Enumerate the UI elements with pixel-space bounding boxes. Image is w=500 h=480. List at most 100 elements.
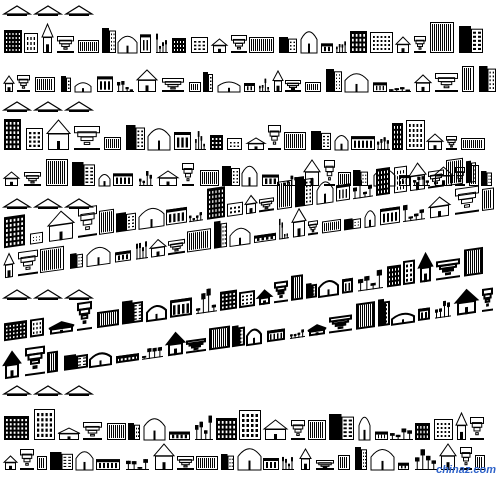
church-icon bbox=[72, 162, 95, 186]
skyline-icon bbox=[164, 331, 187, 357]
curved-tower-icon bbox=[210, 135, 223, 150]
skyscraper-icon bbox=[435, 300, 451, 319]
grid-building-icon bbox=[329, 414, 354, 441]
skyscraper-icon bbox=[373, 82, 387, 93]
low-house-icon bbox=[126, 459, 149, 470]
house-roof-icon bbox=[1, 5, 33, 16]
church-icon bbox=[40, 245, 64, 274]
tall-block-icon bbox=[390, 428, 413, 440]
house-roof-icon bbox=[262, 174, 279, 187]
office-grid-icon bbox=[351, 136, 375, 150]
long-block-icon bbox=[413, 74, 433, 93]
house-roof-icon bbox=[1, 101, 33, 112]
barcode-block-icon bbox=[300, 31, 318, 54]
curved-tower-icon bbox=[482, 187, 494, 212]
cottage-icon bbox=[434, 419, 453, 440]
long-block-icon bbox=[482, 287, 493, 313]
terrace-icon bbox=[414, 36, 426, 53]
specimen-band-5 bbox=[1, 385, 485, 471]
house-roof-icon bbox=[32, 5, 64, 16]
villa-icon bbox=[459, 26, 483, 53]
twin-blocks-icon bbox=[249, 37, 274, 53]
house-roof-icon bbox=[32, 289, 64, 300]
terrace-icon bbox=[428, 169, 444, 189]
house-roof-icon bbox=[229, 227, 251, 248]
curved-tower-icon bbox=[481, 171, 492, 186]
office-grid-icon bbox=[342, 277, 353, 294]
curved-tower-icon bbox=[220, 289, 237, 311]
city-icon bbox=[241, 165, 258, 187]
specimen-band-3 bbox=[1, 157, 494, 279]
grid-building-icon bbox=[279, 37, 297, 53]
mall-icon bbox=[231, 35, 247, 53]
hut-icon bbox=[392, 123, 403, 150]
dome-hall-icon bbox=[37, 456, 47, 470]
rowhouse-icon bbox=[464, 246, 483, 277]
factory-icon bbox=[97, 76, 113, 93]
townhouse-icon bbox=[4, 30, 22, 53]
mall-icon bbox=[259, 197, 274, 213]
barcode-block-icon bbox=[318, 280, 339, 299]
glass-tower-icon bbox=[262, 419, 289, 440]
rowhouse-icon bbox=[430, 22, 454, 53]
low-house-icon bbox=[86, 246, 111, 268]
house-roof-icon bbox=[299, 448, 312, 471]
dome-hall-icon bbox=[24, 172, 41, 186]
stepped-building-icon bbox=[460, 447, 472, 470]
curved-tower-icon bbox=[172, 38, 186, 53]
factory-icon bbox=[115, 250, 131, 263]
villa-icon bbox=[2, 171, 21, 187]
castle-icon bbox=[222, 166, 240, 186]
curved-tower-icon bbox=[462, 66, 474, 92]
small-buildings-icon bbox=[364, 210, 376, 229]
mall-icon bbox=[291, 420, 305, 440]
small-buildings-icon bbox=[107, 423, 126, 440]
warehouse-icon bbox=[344, 218, 361, 231]
street-icon bbox=[135, 69, 159, 93]
mansion-icon bbox=[394, 36, 412, 54]
mansion-icon bbox=[455, 411, 468, 440]
chalet-icon bbox=[61, 76, 71, 92]
stepped-building-icon bbox=[147, 128, 171, 151]
long-block-icon bbox=[475, 455, 485, 470]
house-roof-icon bbox=[259, 78, 270, 92]
house-roof-icon bbox=[267, 328, 285, 343]
office-grid-icon bbox=[336, 183, 350, 202]
small-buildings-icon bbox=[104, 137, 121, 150]
office-tower-icon bbox=[370, 449, 395, 471]
twin-blocks-icon bbox=[277, 179, 292, 210]
city-icon bbox=[214, 220, 227, 249]
warehouse-icon bbox=[74, 126, 100, 150]
skyscraper-icon bbox=[102, 28, 116, 53]
skyscraper-icon bbox=[122, 300, 143, 325]
curved-tower-icon bbox=[207, 186, 225, 220]
stepped-building-icon bbox=[389, 87, 411, 92]
skyscraper-icon bbox=[126, 125, 145, 150]
barcode-block-icon bbox=[358, 416, 371, 441]
office-tower-icon bbox=[378, 298, 390, 327]
terrace-icon bbox=[436, 258, 460, 281]
townhouse-icon bbox=[324, 160, 335, 186]
small-buildings-icon bbox=[78, 40, 99, 53]
chalet-icon bbox=[98, 174, 111, 187]
office-tower-icon bbox=[45, 119, 72, 150]
office-tower-icon bbox=[48, 321, 75, 335]
shop-front-icon bbox=[356, 301, 375, 330]
house-roof-icon bbox=[32, 101, 64, 112]
glass-tower-icon bbox=[244, 194, 258, 215]
dome-hall-icon bbox=[25, 345, 45, 377]
slim-tower-icon bbox=[239, 410, 261, 440]
long-block-icon bbox=[170, 297, 192, 318]
long-block-icon bbox=[166, 206, 187, 226]
district-icon bbox=[168, 238, 185, 256]
apartment-block-icon bbox=[195, 415, 213, 440]
barcode-block-icon bbox=[316, 181, 334, 205]
house-roof-icon bbox=[63, 5, 95, 16]
hut-icon bbox=[376, 166, 390, 196]
stepped-building-icon bbox=[453, 288, 480, 316]
small-buildings-icon bbox=[99, 208, 114, 235]
warehouse-icon bbox=[83, 422, 102, 440]
factory-icon bbox=[142, 346, 163, 360]
house-roof-icon bbox=[279, 218, 289, 240]
district-icon bbox=[162, 78, 184, 92]
